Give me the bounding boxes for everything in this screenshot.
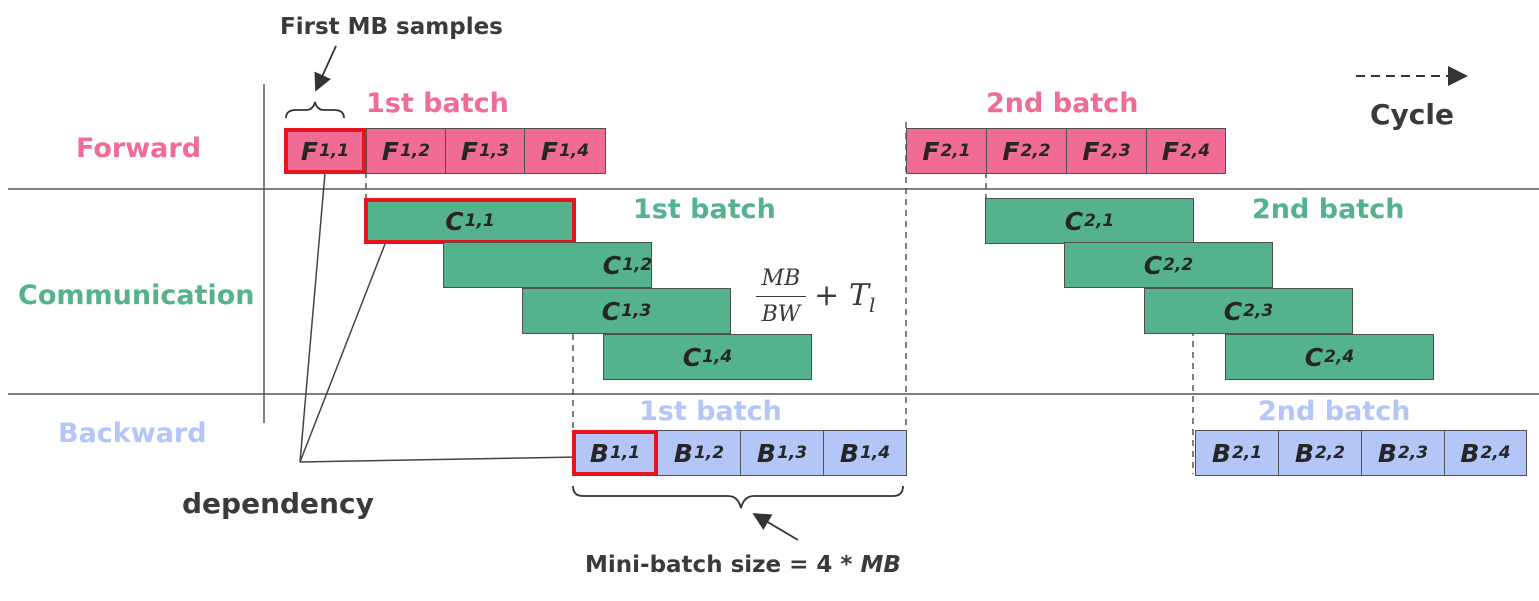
communication-first-batch-label: 1st batch (633, 194, 776, 225)
forward-second-batch-label: 2nd batch (986, 88, 1139, 119)
forward-row-title: Forward (76, 133, 202, 164)
dependency-line (299, 456, 581, 463)
formula-fraction-bar (756, 296, 806, 297)
formula-term-letter: T (849, 278, 870, 313)
formula-numerator: MB (761, 266, 801, 291)
forward-first-batch-label: 1st batch (366, 88, 509, 119)
minibatch-arrow (752, 513, 799, 541)
minibatch-size-prefix: Mini-batch size = 4 * (585, 552, 861, 578)
dependency-label: dependency (182, 487, 374, 520)
formula-term-sub: l (869, 293, 876, 317)
cycle-label: Cycle (1370, 98, 1454, 131)
backward-row-title: Backward (58, 418, 207, 449)
formula-plus: + (814, 278, 840, 313)
dependency-line (299, 172, 326, 463)
first-mb-brace (285, 101, 345, 119)
dependency-line (299, 243, 386, 463)
backward-first-batch-label: 1st batch (639, 396, 782, 427)
communication-row-title: Communication (18, 280, 255, 311)
minibatch-brace (572, 485, 904, 509)
minibatch-size-label: Mini-batch size = 4 * MB (585, 552, 901, 578)
communication-second-batch-label: 2nd batch (1252, 194, 1405, 225)
formula-term: Tl (849, 278, 875, 317)
first-mb-samples-label: First MB samples (280, 14, 503, 40)
first-mb-arrow (314, 45, 337, 92)
formula-denominator: BW (761, 302, 801, 327)
backward-second-batch-label: 2nd batch (1258, 396, 1411, 427)
minibatch-size-mb: MB (860, 552, 901, 578)
